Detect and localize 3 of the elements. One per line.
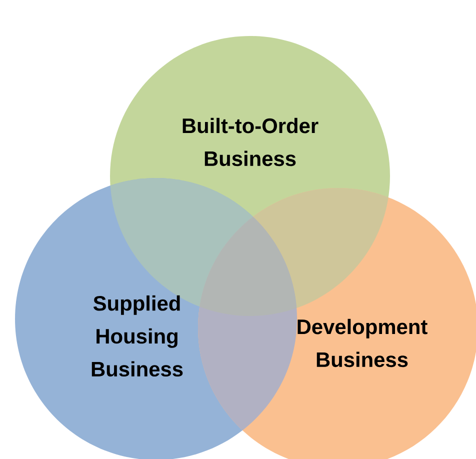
circle-label: Supplied Housing Business — [92, 295, 183, 377]
circle-label: Development Business — [298, 318, 428, 368]
circle-label: Built-to-Order Business — [182, 118, 318, 166]
